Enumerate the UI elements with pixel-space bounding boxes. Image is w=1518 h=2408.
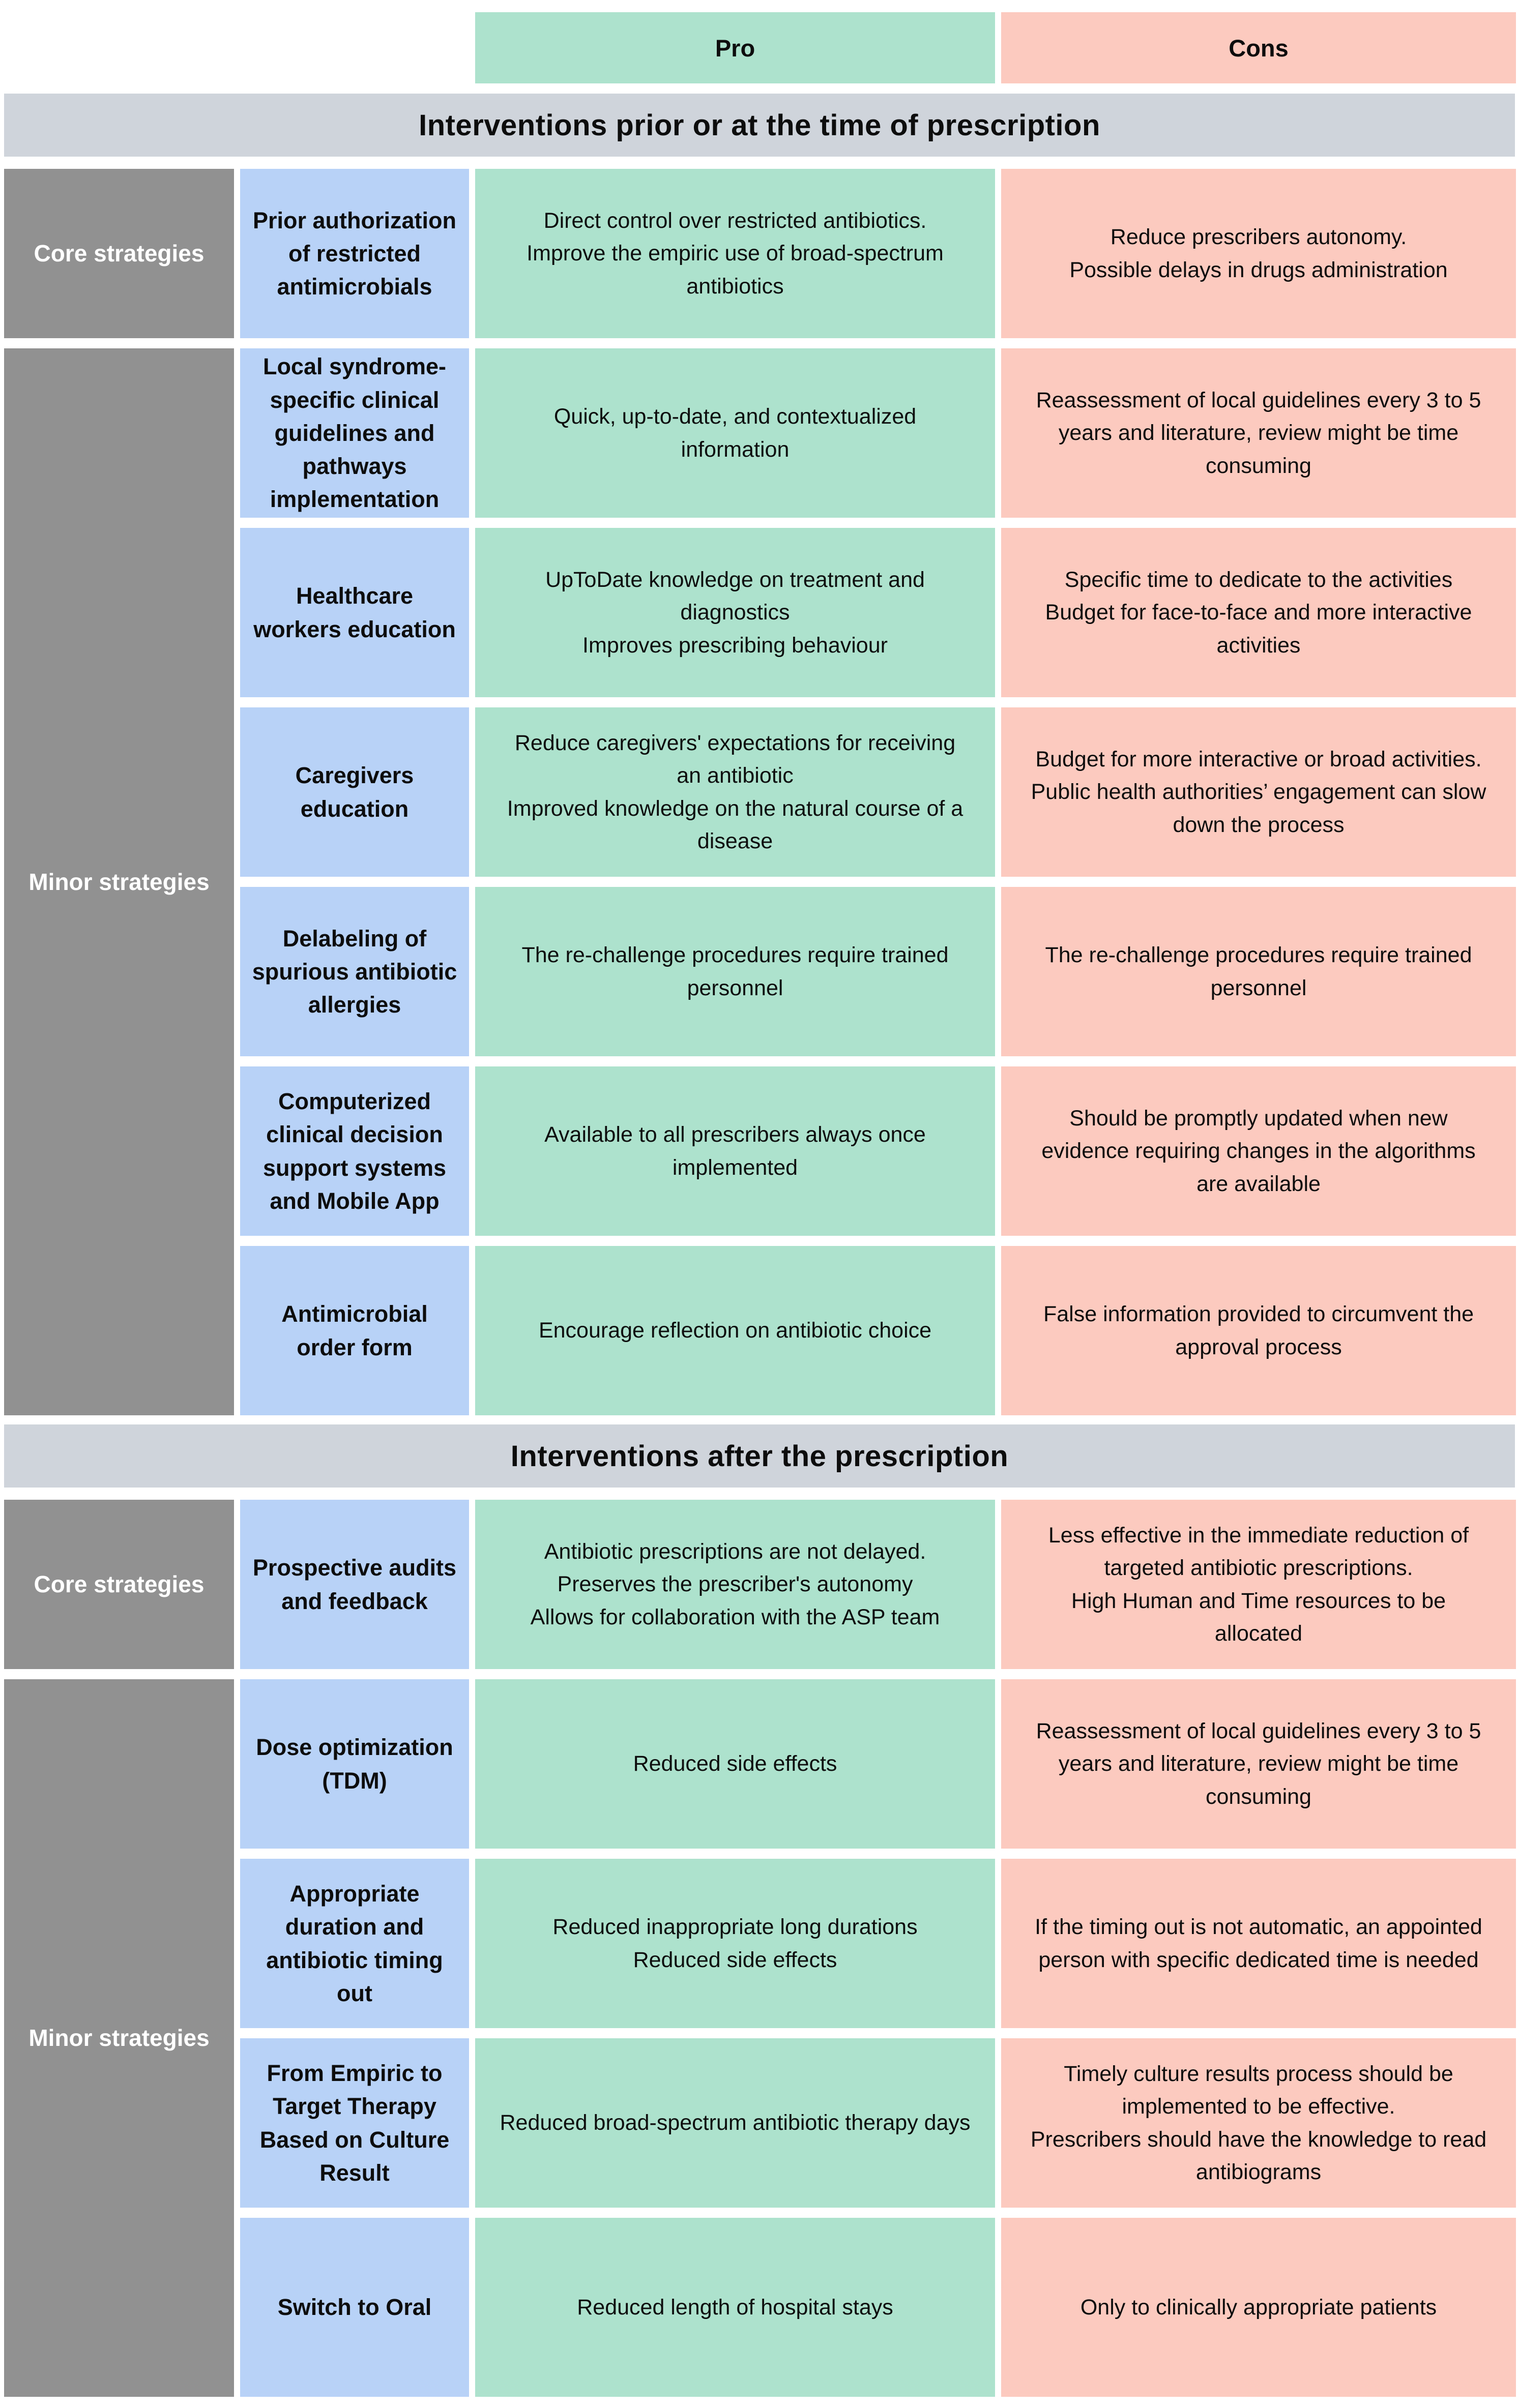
strategy-label: Local syndrome-specific clinical guideli… [240,348,469,518]
cons-cell: Reassessment of local guidelines every 3… [1001,348,1516,518]
cons-cell: Timely culture results process should be… [1001,2038,1516,2208]
cons-cell: Specific time to dedicate to the activit… [1001,528,1516,697]
cons-cell: False information provided to circumvent… [1001,1246,1516,1415]
cons-cell: If the timing out is not automatic, an a… [1001,1859,1516,2028]
strategy-label: Appropriate duration and antibiotic timi… [240,1859,469,2028]
pro-column-header: Pro [475,12,995,83]
pro-cell: Reduced length of hospital stays [475,2218,995,2397]
cons-cell: Reassessment of local guidelines every 3… [1001,1679,1516,1849]
strategy-label: Computerized clinical decision support s… [240,1066,469,1236]
cons-cell: Should be promptly updated when new evid… [1001,1066,1516,1236]
strategy-label: Antimicrobial order form [240,1246,469,1415]
group-label-minor-strategies: Minor strategies [4,348,234,1415]
cons-column-header: Cons [1001,12,1516,83]
cons-cell: Only to clinically appropriate patients [1001,2218,1516,2397]
strategy-label: From Empiric to Target Therapy Based on … [240,2038,469,2208]
group-label-core-strategies: Core strategies [4,169,234,338]
section-2-table: Core strategies Prospective audits and f… [4,1500,1516,2397]
cons-cell: Less effective in the immediate reductio… [1001,1500,1516,1669]
pro-cell: Direct control over restricted antibioti… [475,169,995,338]
pro-cell: Reduced broad-spectrum antibiotic therap… [475,2038,995,2208]
pro-cell: Quick, up-to-date, and contextualized in… [475,348,995,518]
strategy-label: Delabeling of spurious antibiotic allerg… [240,887,469,1056]
group-label-core-strategies: Core strategies [4,1500,234,1669]
strategy-label: Healthcare workers education [240,528,469,697]
group-label-minor-strategies: Minor strategies [4,1679,234,2397]
pro-cell: Reduce caregivers' expectations for rece… [475,707,995,877]
header-spacer-strategy-column [240,12,469,83]
cons-cell: The re-challenge procedures require trai… [1001,887,1516,1056]
pro-cell: Reduced side effects [475,1679,995,1849]
pro-cell: Available to all prescribers always once… [475,1066,995,1236]
cons-cell: Reduce prescribers autonomy. Possible de… [1001,169,1516,338]
strategy-label: Caregivers education [240,707,469,877]
pro-cell: UpToDate knowledge on treatment and diag… [475,528,995,697]
strategy-label: Prospective audits and feedback [240,1500,469,1669]
pro-cell: The re-challenge procedures require trai… [475,887,995,1056]
section-title-prior-to-prescription: Interventions prior or at the time of pr… [4,94,1515,157]
pro-cell: Reduced inappropriate long durations Red… [475,1859,995,2028]
section-title-after-prescription: Interventions after the prescription [4,1424,1515,1488]
pro-cell: Antibiotic prescriptions are not delayed… [475,1500,995,1669]
strategy-label: Prior authorization of restricted antimi… [240,169,469,338]
strategy-label: Switch to Oral [240,2218,469,2397]
column-header-row: Pro Cons [4,12,1516,83]
pro-cell: Encourage reflection on antibiotic choic… [475,1246,995,1415]
strategy-label: Dose optimization (TDM) [240,1679,469,1849]
cons-cell: Budget for more interactive or broad act… [1001,707,1516,877]
header-spacer-group-column [4,12,234,83]
section-1-table: Core strategies Prior authorization of r… [4,169,1516,1415]
